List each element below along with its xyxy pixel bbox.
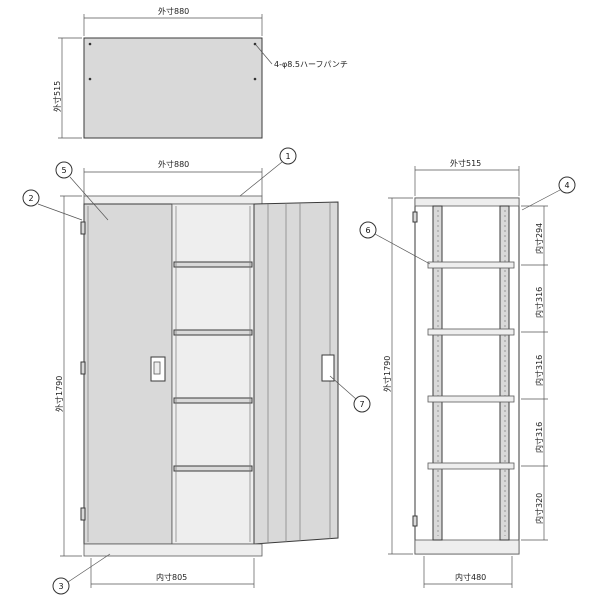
front-width-label: 外寸880	[158, 159, 189, 169]
callout-7	[353, 395, 371, 413]
hinge	[80, 361, 86, 375]
top-width-label: 外寸880	[158, 6, 189, 16]
top-panel	[83, 37, 263, 139]
callout-3	[52, 577, 70, 595]
hole-note: 4-φ8.5ハーフパンチ	[274, 60, 348, 69]
mounting-hole	[253, 42, 257, 46]
side-inner-depth-label: 内寸480	[455, 572, 486, 582]
callout-1-number: 1	[285, 152, 290, 161]
side-hinge	[412, 211, 418, 223]
callout-6-number: 6	[365, 226, 370, 235]
side-height-label: 外寸1790	[382, 356, 392, 392]
callouts: 1 2 3 4 5 6 7	[22, 147, 576, 595]
hinge	[80, 507, 86, 521]
mounting-hole	[253, 77, 257, 81]
pitch-label-1: 内寸294	[534, 223, 544, 254]
hinge	[80, 221, 86, 235]
side-top	[414, 197, 520, 207]
shelf	[173, 465, 253, 472]
side-hinge	[412, 515, 418, 527]
callout-5	[55, 161, 73, 179]
pitch-label-5: 内寸320	[534, 493, 544, 524]
mounting-hole	[88, 42, 92, 46]
pitch-label-4: 内寸316	[534, 422, 544, 453]
side-shelf	[427, 395, 515, 403]
callout-7-number: 7	[359, 400, 364, 409]
side-shelf	[427, 462, 515, 470]
cabinet-top	[83, 195, 263, 205]
callout-4	[558, 176, 576, 194]
callout-6	[359, 221, 377, 239]
hole-note-leader	[255, 44, 273, 65]
left-upright	[432, 205, 443, 541]
callout-2	[22, 189, 40, 207]
cabinet-interior	[171, 203, 255, 545]
pitch-label-2: 内寸316	[534, 287, 544, 318]
front-view: 外寸880 外寸1790	[54, 159, 339, 588]
right-door-open	[253, 201, 339, 545]
top-view: 外寸880 外寸515 4-φ8.5ハーフパンチ	[52, 6, 348, 139]
shelf	[173, 397, 253, 404]
callout-1	[279, 147, 297, 165]
pitch-label-3: 内寸316	[534, 355, 544, 386]
front-inner-width-label: 内寸805	[156, 572, 187, 582]
callout-4-number: 4	[564, 181, 569, 190]
shelf	[173, 329, 253, 336]
callout-3-number: 3	[58, 582, 63, 591]
front-height-label: 外寸1790	[54, 376, 64, 412]
callout-5-number: 5	[61, 166, 66, 175]
side-depth-label: 外寸515	[450, 158, 481, 168]
side-shelf	[427, 328, 515, 336]
side-base	[414, 539, 520, 555]
top-depth-label: 外寸515	[52, 81, 62, 112]
cabinet-base	[83, 543, 263, 557]
callout-2-number: 2	[28, 194, 33, 203]
mounting-hole	[88, 77, 92, 81]
side-shelf	[427, 261, 515, 269]
shelf	[173, 261, 253, 268]
right-upright	[499, 205, 510, 541]
side-view: 外寸515 外寸1790 内寸294 内寸316 内寸3	[382, 158, 548, 588]
open-door-handle	[321, 354, 335, 382]
